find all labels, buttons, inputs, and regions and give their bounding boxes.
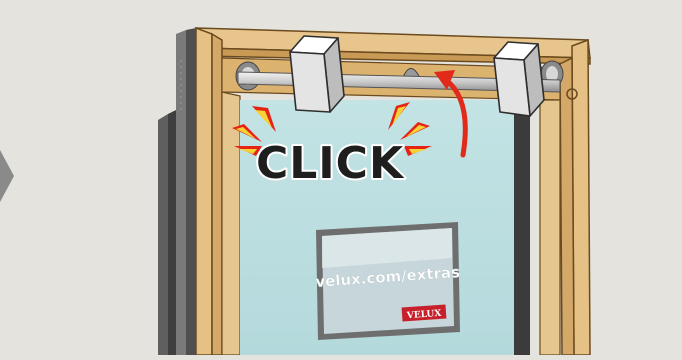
side-rail: [514, 100, 530, 355]
blind-holder-right: [494, 42, 544, 116]
click-label: CLICK: [256, 138, 405, 189]
step-arrow-icon[interactable]: [0, 150, 14, 202]
roof-window: velux.com/extras VELUX: [158, 28, 590, 355]
glass-sticker: velux.com/extras VELUX: [315, 222, 461, 340]
blind-holder-left: [290, 36, 344, 112]
window-side-flashing: [158, 28, 196, 355]
